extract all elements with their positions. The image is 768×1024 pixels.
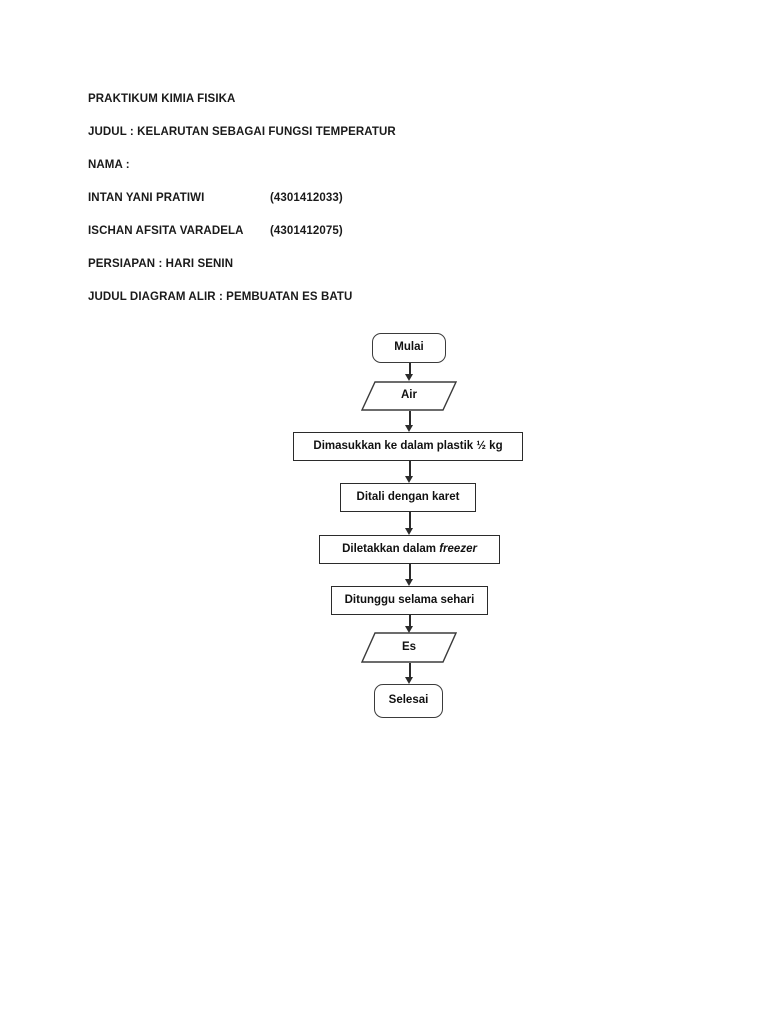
header-line-praktikum: PRAKTIKUM KIMIA FISIKA [88,92,648,125]
flow-node-label: Air [401,389,417,402]
flow-node-step1: Dimasukkan ke dalam plastik ½ kg [293,432,523,461]
flow-node-label: Selesai [388,694,429,707]
flow-node-output-es: Es [361,632,457,663]
flow-connector-step3-to-step4 [405,564,414,586]
flow-node-label-italic: freezer [439,542,477,555]
student-name: INTAN YANI PRATIWI [88,192,205,204]
student-nim: (4301412075) [270,225,343,237]
header-line-persiapan: PERSIAPAN : HARI SENIN [88,257,648,290]
flow-node-step4: Ditunggu selama sehari [331,586,488,615]
flow-node-label: Diletakkan dalam freezer [342,542,477,556]
parallelogram-shape [361,381,457,411]
header-line-text: NAMA : [88,159,130,171]
flow-connector-start-to-input [405,363,414,381]
header-line-student-2: ISCHAN AFSITA VARADELA (4301412075) [88,224,648,257]
document-header-block: PRAKTIKUM KIMIA FISIKA JUDUL : KELARUTAN… [88,92,648,323]
student-name: ISCHAN AFSITA VARADELA [88,225,244,237]
flow-node-label: Ditali dengan karet [356,490,460,503]
flow-connector-output-to-end [405,663,414,684]
header-line-judul-diagram-alir: JUDUL DIAGRAM ALIR : PEMBUATAN ES BATU [88,290,648,323]
header-line-text: PERSIAPAN : HARI SENIN [88,258,234,270]
flow-node-input-air: Air [361,381,457,411]
header-line-student-1: INTAN YANI PRATIWI (4301412033) [88,191,648,224]
flow-connector-step2-to-step3 [405,512,414,535]
flow-node-label: Mulai [394,341,424,354]
flow-node-label: Es [401,640,417,653]
header-line-text: PRAKTIKUM KIMIA FISIKA [88,93,236,105]
flow-connector-step1-to-step2 [405,461,414,483]
header-line-nama: NAMA : [88,158,648,191]
flow-node-step2: Ditali dengan karet [340,483,476,512]
flow-node-end: Selesai [374,684,443,718]
flow-node-label-plain: Diletakkan dalam [342,542,440,555]
flow-connector-step4-to-output [405,615,414,633]
flow-connector-input-to-step1 [405,411,414,432]
student-nim: (4301412033) [270,192,343,204]
flow-node-start: Mulai [372,333,446,363]
flow-node-step3: Diletakkan dalam freezer [319,535,500,564]
flow-node-label: Dimasukkan ke dalam plastik ½ kg [313,439,503,452]
flow-node-label: Ditunggu selama sehari [344,593,475,606]
header-line-text: JUDUL DIAGRAM ALIR : PEMBUATAN ES BATU [88,291,353,303]
header-line-text: JUDUL : KELARUTAN SEBAGAI FUNGSI TEMPERA… [88,126,396,138]
header-line-judul: JUDUL : KELARUTAN SEBAGAI FUNGSI TEMPERA… [88,125,648,158]
parallelogram-shape [361,632,457,663]
